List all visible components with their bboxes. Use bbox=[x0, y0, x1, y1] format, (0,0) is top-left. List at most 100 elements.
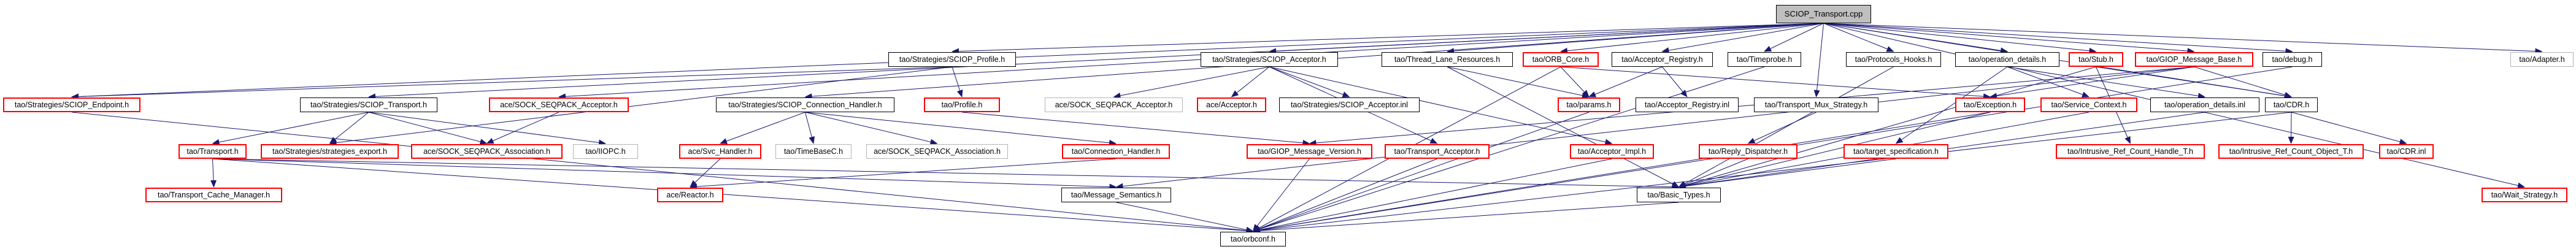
include-edge bbox=[1269, 66, 1613, 145]
include-edge bbox=[212, 158, 1117, 190]
include-edge bbox=[1747, 112, 1817, 144]
graph-node-ace-acceptor-h[interactable]: ace/Acceptor.h bbox=[1197, 97, 1266, 112]
include-edge bbox=[1764, 23, 1824, 52]
graph-node-tao-transport-mux-strategy-h[interactable]: tao/Transport_Mux_Strategy.h bbox=[1754, 97, 1878, 112]
include-edge bbox=[1113, 66, 1270, 99]
graph-node-tao-protocols-hooks-h[interactable]: tao/Protocols_Hooks.h bbox=[1846, 52, 1941, 67]
include-edge bbox=[1823, 23, 2195, 55]
graph-node-tao-message-semantics-h[interactable]: tao/Message_Semantics.h bbox=[1061, 188, 1171, 202]
graph-node-tao-giop-message-base-h[interactable]: tao/GIOP_Message_Base.h bbox=[2135, 52, 2253, 67]
graph-node-tao-cdr-h[interactable]: tao/CDR.h bbox=[2265, 97, 2318, 112]
include-edge bbox=[1560, 23, 1824, 54]
graph-node-ace-reactor-h[interactable]: ace/Reactor.h bbox=[657, 188, 723, 202]
include-edge bbox=[1269, 23, 1824, 55]
graph-node-tao-reply-dispatcher-h[interactable]: tao/Reply_Dispatcher.h bbox=[1699, 144, 1797, 159]
graph-node-tao-basic-types-h[interactable]: tao/Basic_Types.h bbox=[1637, 188, 1721, 202]
include-edge bbox=[1231, 66, 1270, 97]
graph-node-tao-transport-cache-manager-h[interactable]: tao/Transport_Cache_Manager.h bbox=[145, 188, 282, 202]
include-edge bbox=[805, 112, 815, 144]
graph-node-tao-strategies-sciop-acceptor-h[interactable]: tao/Strategies/SCIOP_Acceptor.h bbox=[1201, 52, 1338, 67]
include-edge bbox=[1252, 158, 1437, 232]
include-edge bbox=[805, 112, 1117, 146]
include-edge bbox=[2194, 66, 2292, 98]
graph-node-tao-strategies-sciop-endpoint-h[interactable]: tao/Strategies/SCIOP_Endpoint.h bbox=[3, 97, 140, 112]
graph-node-tao-connection-handler-h[interactable]: tao/Connection_Handler.h bbox=[1062, 144, 1170, 159]
include-edge bbox=[690, 158, 1117, 190]
graph-node-tao-orbconf-h[interactable]: tao/orbconf.h bbox=[1220, 232, 1286, 246]
include-edge bbox=[1447, 66, 1680, 188]
include-edge bbox=[1678, 158, 1896, 189]
include-edge bbox=[720, 112, 805, 144]
graph-node-tao-giop-message-version-h[interactable]: tao/GIOP_Message_Version.h bbox=[1247, 144, 1372, 159]
include-edge bbox=[212, 158, 1254, 234]
graph-node-tao-thread-lane-resources-h[interactable]: tao/Thread_Lane_Resources.h bbox=[1382, 52, 1513, 67]
include-edge bbox=[71, 112, 1254, 234]
graph-node-tao-debug-h[interactable]: tao/debug.h bbox=[2263, 52, 2322, 67]
graph-node-tao-acceptor-registry-inl[interactable]: tao/Acceptor_Registry.inl bbox=[1636, 97, 1739, 112]
include-edge bbox=[2007, 66, 2205, 99]
include-edge bbox=[690, 158, 721, 188]
graph-node-tao-intrusive-ref-count-object-t-h[interactable]: tao/Intrusive_Ref_Count_Object_T.h bbox=[2218, 144, 2364, 159]
graph-node-ace-svc-handler-h[interactable]: ace/Svc_Handler.h bbox=[679, 144, 761, 159]
include-edge bbox=[210, 158, 217, 188]
include-edge bbox=[1560, 66, 1590, 97]
include-edge bbox=[1823, 23, 2543, 55]
include-edge bbox=[1823, 23, 2097, 54]
graph-node-tao-strategies-strategies-export-h[interactable]: tao/Strategies/strategies_export.h bbox=[261, 144, 399, 159]
include-edge bbox=[1252, 112, 2292, 234]
include-edge bbox=[1678, 66, 2096, 188]
include-edge bbox=[368, 112, 606, 146]
graph-node-tao-acceptor-impl-h[interactable]: tao/Acceptor_Impl.h bbox=[1570, 144, 1654, 159]
graph-node-tao-exception-h[interactable]: tao/Exception.h bbox=[1955, 97, 2025, 112]
graph-node-tao-transport-h[interactable]: tao/Transport.h bbox=[179, 144, 247, 159]
graph-node-tao-orb-core-h[interactable]: tao/ORB_Core.h bbox=[1523, 52, 1599, 67]
graph-node-tao-cdr-inl[interactable]: tao/CDR.inl bbox=[2379, 144, 2434, 159]
include-edge bbox=[1678, 66, 1894, 188]
graph-node-tao-strategies-sciop-connection-handler-h[interactable]: tao/Strategies/SCIOP_Connection_Handler.… bbox=[716, 97, 894, 112]
graph-node-tao-operation-details-inl[interactable]: tao/operation_details.inl bbox=[2150, 97, 2259, 112]
include-edge bbox=[1895, 66, 2008, 144]
graph-node-tao-service-context-h[interactable]: tao/Service_Context.h bbox=[2040, 97, 2137, 112]
include-edge bbox=[1823, 23, 1894, 52]
include-edge bbox=[805, 112, 938, 145]
graph-node-tao-strategies-sciop-profile-h[interactable]: tao/Strategies/SCIOP_Profile.h bbox=[888, 52, 1016, 67]
include-edge bbox=[1115, 66, 2194, 189]
include-edge bbox=[329, 66, 953, 146]
include-edge bbox=[1678, 158, 1748, 188]
include-edge bbox=[952, 23, 1824, 55]
include-edge bbox=[2096, 66, 2292, 99]
include-edge bbox=[1269, 66, 1350, 97]
include-edge bbox=[1252, 158, 1310, 232]
include-edge bbox=[1252, 112, 1991, 234]
graph-node-ace-sock-seqpack-acceptor-h: ace/SOCK_SEQPACK_Acceptor.h bbox=[1045, 97, 1183, 112]
include-edge bbox=[486, 112, 559, 144]
graph-node-tao-adapter-h: tao/Adapter.h bbox=[2510, 52, 2574, 67]
graph-node-tao-stub-h[interactable]: tao/Stub.h bbox=[2069, 52, 2123, 67]
graph-node-tao-wait-strategy-h[interactable]: tao/Wait_Strategy.h bbox=[2482, 188, 2567, 202]
graph-node-tao-strategies-sciop-acceptor-inl[interactable]: tao/Strategies/SCIOP_Acceptor.inl bbox=[1279, 97, 1420, 112]
graph-node-ace-sock-seqpack-acceptor-h[interactable]: ace/SOCK_SEQPACK_Acceptor.h bbox=[489, 97, 629, 112]
graph-node-tao-target-specification-h[interactable]: tao/target_specification.h bbox=[1844, 144, 1948, 159]
include-edge bbox=[1252, 112, 1590, 232]
graph-node-tao-intrusive-ref-count-handle-t-h[interactable]: tao/Intrusive_Ref_Count_Handle_T.h bbox=[2056, 144, 2205, 159]
include-edge bbox=[1116, 202, 1254, 233]
include-edge bbox=[1813, 23, 1824, 97]
include-edge bbox=[961, 112, 1310, 146]
graph-node-tao-acceptor-registry-h[interactable]: tao/Acceptor_Registry.h bbox=[1612, 52, 1713, 67]
include-edge bbox=[1447, 66, 1590, 99]
include-edge bbox=[329, 112, 369, 144]
graph-node-tao-timeprobe-h[interactable]: tao/Timeprobe.h bbox=[1728, 52, 1801, 67]
include-edge bbox=[2291, 112, 2407, 145]
graph-node-tao-transport-acceptor-h[interactable]: tao/Transport_Acceptor.h bbox=[1385, 144, 1490, 159]
include-edge bbox=[1309, 66, 2194, 147]
graph-node-tao-profile-h[interactable]: tao/Profile.h bbox=[924, 97, 1000, 112]
include-edge bbox=[212, 112, 369, 145]
include-edge bbox=[2007, 66, 2090, 97]
graph-node-tao-operation-details-h[interactable]: tao/operation_details.h bbox=[1955, 52, 2059, 67]
graph-node-ace-sock-seqpack-association-h[interactable]: ace/SOCK_SEQPACK_Association.h bbox=[411, 144, 563, 159]
graph-node-tao-strategies-sciop-transport-h[interactable]: tao/Strategies/SCIOP_Transport.h bbox=[300, 97, 437, 112]
graph-node-tao-params-h[interactable]: tao/params.h bbox=[1558, 97, 1620, 112]
include-edge bbox=[1823, 23, 2293, 55]
include-edge bbox=[368, 112, 488, 145]
